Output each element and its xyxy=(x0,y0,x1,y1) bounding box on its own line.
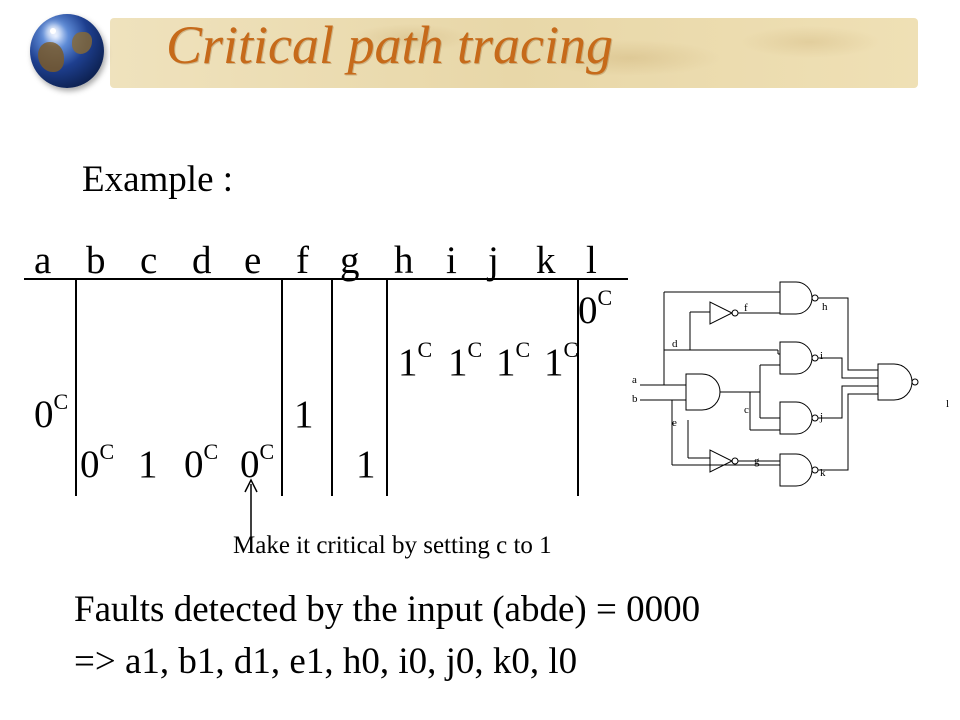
globe-land xyxy=(38,42,64,72)
col-header-b: b xyxy=(86,239,106,282)
cell-value: 1 xyxy=(544,341,564,384)
wire-k xyxy=(818,393,878,471)
label-i: i xyxy=(820,350,823,362)
gate-k xyxy=(779,453,813,487)
table-divider xyxy=(281,278,283,496)
label-a: a xyxy=(632,374,637,386)
critical-mark: C xyxy=(99,439,115,464)
table-divider xyxy=(331,278,333,496)
faults-line-1: Faults detected by the input (abde) = 00… xyxy=(74,589,701,630)
col-header-f: f xyxy=(296,239,309,282)
gate-l xyxy=(877,363,913,401)
annotation-text: Make it critical by setting c to 1 xyxy=(233,532,552,559)
cell-k: 1C xyxy=(544,337,579,385)
label-j: j xyxy=(819,411,823,423)
critical-mark: C xyxy=(417,337,433,362)
critical-mark: C xyxy=(467,337,483,362)
col-header-i: i xyxy=(446,239,457,282)
label-b: b xyxy=(632,393,638,405)
example-label: Example : xyxy=(82,159,234,200)
col-header-e: e xyxy=(244,239,262,282)
gate-h xyxy=(779,281,813,315)
cell-l: 0C xyxy=(578,285,613,333)
cell-value: 1 xyxy=(398,341,418,384)
cell-value: 1 xyxy=(448,341,468,384)
gate-l-bubble xyxy=(911,378,919,386)
faults-line-2: => a1, b1, d1, e1, h0, i0, j0, k0, l0 xyxy=(74,641,578,682)
col-header-c: c xyxy=(140,239,158,282)
table-divider xyxy=(577,278,579,496)
critical-mark: C xyxy=(203,439,219,464)
cell-e: 0C xyxy=(240,439,275,487)
cell-g: 1 xyxy=(356,443,376,486)
critical-mark: C xyxy=(597,285,613,310)
cell-i: 1C xyxy=(448,337,483,385)
globe-highlight xyxy=(50,28,56,34)
label-k: k xyxy=(820,467,826,479)
cell-a: 0C xyxy=(80,439,115,487)
critical-mark: C xyxy=(515,337,531,362)
gate-i-bubble xyxy=(811,354,819,362)
slide-title: Critical path tracing xyxy=(166,15,614,75)
critical-mark: C xyxy=(563,337,579,362)
label-d: d xyxy=(672,338,678,350)
col-header-a: a xyxy=(34,239,52,282)
title-banner xyxy=(110,18,918,88)
cell-j: 1C xyxy=(496,337,531,385)
cell-value: 0 xyxy=(240,443,260,486)
cell-d: 0C xyxy=(184,439,219,487)
inverter-g xyxy=(709,449,734,473)
up-arrow-icon xyxy=(244,478,258,540)
gate-i xyxy=(779,341,813,375)
gate-j xyxy=(779,401,813,435)
banner-map-texture xyxy=(110,18,918,88)
wire-h xyxy=(818,297,878,371)
cell-c: 0C xyxy=(34,389,69,437)
cell-f: 1 xyxy=(294,393,314,436)
col-header-l: l xyxy=(586,239,597,282)
globe-land xyxy=(72,32,92,54)
col-header-d: d xyxy=(192,239,212,282)
globe-icon xyxy=(30,14,104,88)
label-f: f xyxy=(744,302,748,314)
col-header-g: g xyxy=(340,239,360,282)
label-l: l xyxy=(946,398,949,410)
table-divider xyxy=(386,278,388,496)
label-g: g xyxy=(754,455,760,467)
label-e: e xyxy=(672,417,677,429)
label-c: c xyxy=(744,404,749,416)
critical-mark: C xyxy=(53,389,69,414)
gate-j-bubble xyxy=(811,414,819,422)
wire-i xyxy=(818,357,878,379)
logic-circuit-diagram: a b c d e f g h i j k l xyxy=(632,281,949,487)
col-header-j: j xyxy=(488,239,499,282)
cell-value: 0 xyxy=(80,443,100,486)
cell-b: 1 xyxy=(138,443,158,486)
cell-h: 1C xyxy=(398,337,433,385)
table-header-rule xyxy=(24,278,628,280)
wire-j xyxy=(818,385,878,419)
col-header-h: h xyxy=(394,239,414,282)
label-h: h xyxy=(822,301,828,313)
gate-c xyxy=(685,373,721,411)
cell-value: 0 xyxy=(184,443,204,486)
table-divider xyxy=(75,278,77,496)
col-header-k: k xyxy=(536,239,556,282)
cell-value: 0 xyxy=(34,393,54,436)
gate-h-bubble xyxy=(811,294,819,302)
inverter-f xyxy=(709,301,734,325)
cell-value: 1 xyxy=(496,341,516,384)
cell-value: 0 xyxy=(578,289,598,332)
critical-mark: C xyxy=(259,439,275,464)
gate-k-bubble xyxy=(811,466,819,474)
